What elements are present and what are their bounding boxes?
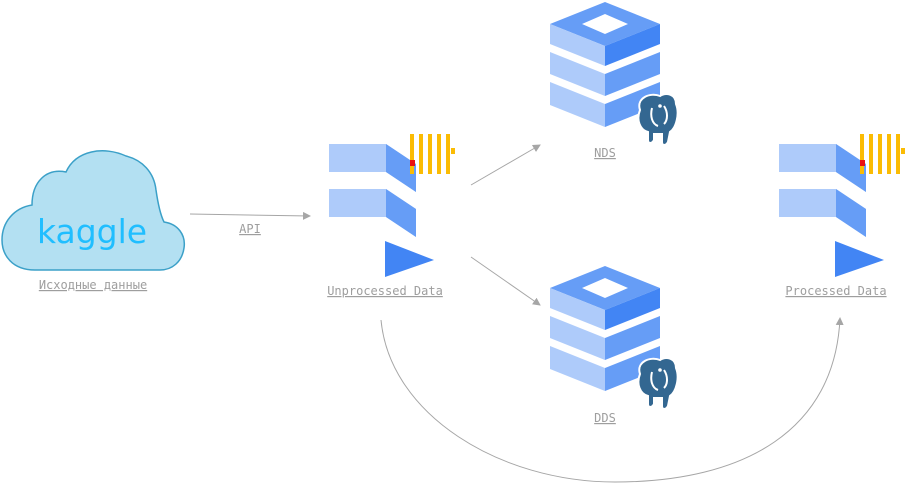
nds-node: NDS <box>550 2 679 160</box>
dds-node: DDS <box>550 266 679 425</box>
processed-label: Processed Data <box>785 284 886 298</box>
yellow-bars-icon <box>410 134 455 174</box>
edge-to-processed <box>380 317 844 483</box>
edges: API <box>189 144 844 483</box>
layered-chevron-storage-icon <box>779 144 884 277</box>
nds-label: NDS <box>594 146 616 160</box>
source-node: kaggle Исходные данные <box>1 150 186 292</box>
postgresql-elephant-icon <box>637 357 679 410</box>
unprocessed-label: Unprocessed Data <box>327 284 443 298</box>
edge-to-dds <box>470 256 541 306</box>
kaggle-logo: kaggle <box>37 212 147 251</box>
yellow-bars-icon <box>860 134 905 174</box>
kaggle-cloud-icon: kaggle <box>1 150 186 271</box>
edge-api <box>189 211 311 220</box>
edge-api-label: API <box>239 222 261 236</box>
dds-label: DDS <box>594 411 616 425</box>
processed-node: Processed Data <box>779 134 905 298</box>
edge-to-nds <box>470 144 541 186</box>
postgresql-elephant-icon <box>637 93 679 146</box>
source-label: Исходные данные <box>39 278 147 292</box>
layered-chevron-storage-icon <box>329 144 434 277</box>
unprocessed-node: Unprocessed Data <box>327 134 455 298</box>
